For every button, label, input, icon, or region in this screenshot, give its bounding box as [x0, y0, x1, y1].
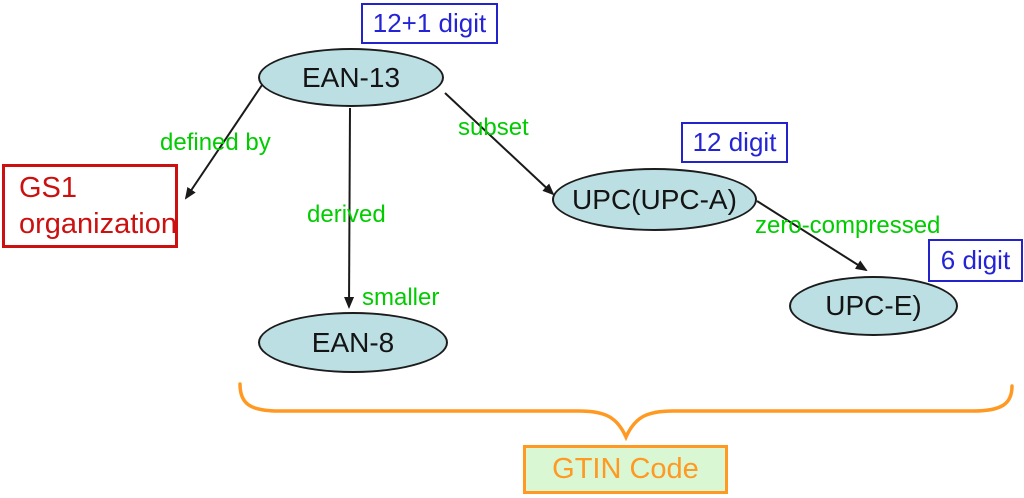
- edge-subset-arrow: [444, 92, 555, 196]
- annotation-label: 6 digit: [940, 245, 1011, 275]
- edge-label-derived: derived: [307, 201, 386, 228]
- annotation-box-ean13-digits: 12+1 digit: [361, 3, 498, 44]
- gtin-code-box: GTIN Code: [523, 445, 728, 494]
- gs1-box-line2: organization: [19, 208, 177, 240]
- node-label: EAN-8: [311, 326, 395, 358]
- edge-label-defined-by: defined by: [160, 129, 271, 156]
- node-ean8: EAN-8: [258, 312, 448, 373]
- node-upc-a: UPC(UPC-A): [552, 168, 757, 231]
- annotation-box-upca-digits: 12 digit: [681, 122, 788, 163]
- edge-zero-compressed-arrow: [756, 200, 868, 272]
- annotation-label: 12+1 digit: [372, 8, 487, 38]
- node-ean13: EAN-13: [258, 48, 444, 107]
- edge-derived-arrow: [344, 107, 355, 309]
- node-label: EAN-13: [301, 61, 401, 93]
- gtin-code-label: GTIN Code: [552, 453, 699, 485]
- node-label: UPC(UPC-A): [572, 183, 737, 215]
- gs1-organization-box: GS1 organization: [2, 164, 178, 248]
- edge-label-smaller: smaller: [362, 284, 440, 311]
- edge-defined-by-arrow: [184, 84, 263, 200]
- gtin-brace: [238, 382, 1014, 442]
- node-label: UPC-E): [825, 290, 922, 321]
- node-upc-e: UPC-E): [789, 276, 958, 336]
- gs1-box-line1: GS1: [19, 172, 78, 204]
- annotation-box-upce-digits: 6 digit: [928, 239, 1023, 282]
- annotation-label: 12 digit: [692, 127, 777, 157]
- edge-label-zero-compressed: zero-compressed: [755, 212, 941, 239]
- edge-label-subset: subset: [458, 114, 529, 141]
